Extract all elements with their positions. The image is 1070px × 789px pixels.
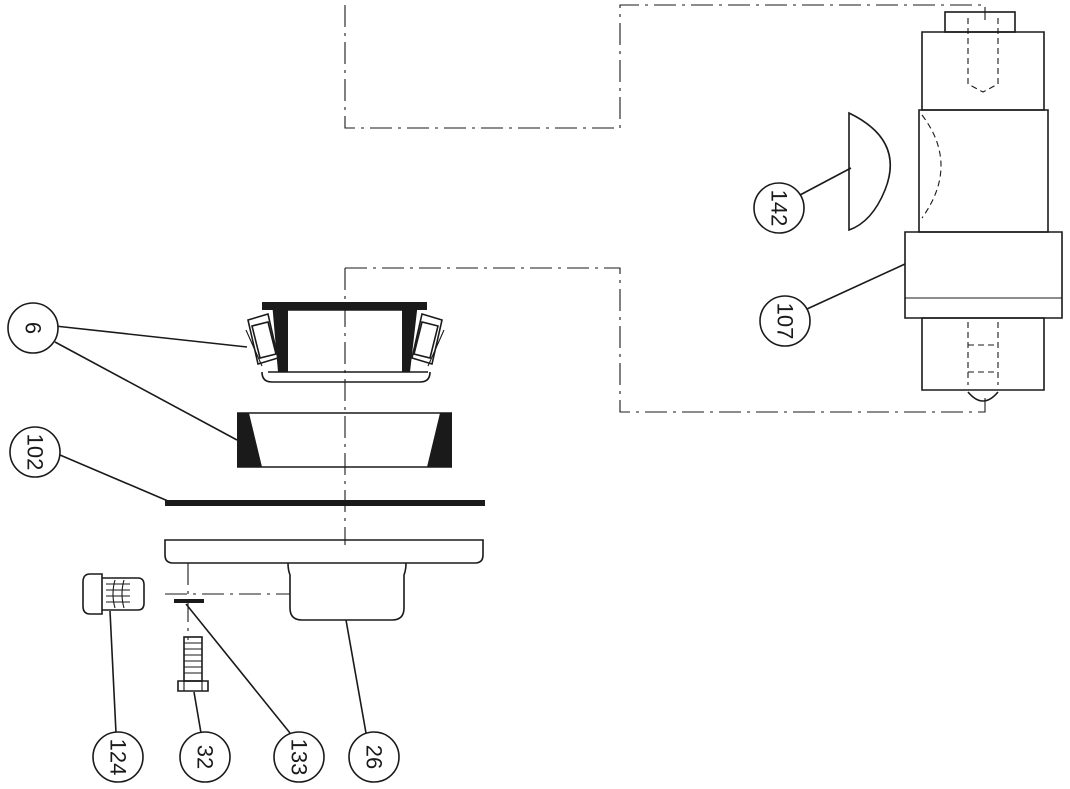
callout-142: 142 — [753, 182, 805, 234]
gasket — [165, 500, 485, 506]
callout-124-text: 124 — [106, 739, 131, 776]
leader-lines — [54, 167, 906, 734]
bearing-cone — [245, 302, 445, 383]
callout-26: 26 — [348, 731, 400, 783]
callout-6-text: 6 — [21, 322, 46, 334]
callout-102: 102 — [9, 426, 61, 478]
lower-phantom-outline — [345, 267, 986, 413]
callout-107: 107 — [759, 295, 811, 347]
callout-102-text: 102 — [23, 434, 48, 471]
callout-32: 32 — [179, 731, 231, 783]
fill-plug — [82, 573, 145, 615]
cap-screw — [177, 636, 209, 692]
callout-133: 133 — [273, 731, 325, 783]
callout-142-text: 142 — [767, 190, 792, 227]
callout-6: 6 — [7, 302, 59, 354]
o-ring — [174, 599, 204, 603]
callout-107-text: 107 — [773, 303, 798, 340]
seal-cap — [848, 111, 892, 232]
hub-cap — [164, 539, 484, 640]
callout-124: 124 — [92, 731, 144, 783]
callout-26-text: 26 — [362, 745, 387, 769]
bearing-cup — [237, 412, 452, 468]
callout-32-text: 32 — [193, 745, 218, 769]
callout-133-text: 133 — [287, 739, 312, 776]
spindle — [904, 11, 1063, 402]
upper-phantom-outline — [344, 4, 986, 129]
